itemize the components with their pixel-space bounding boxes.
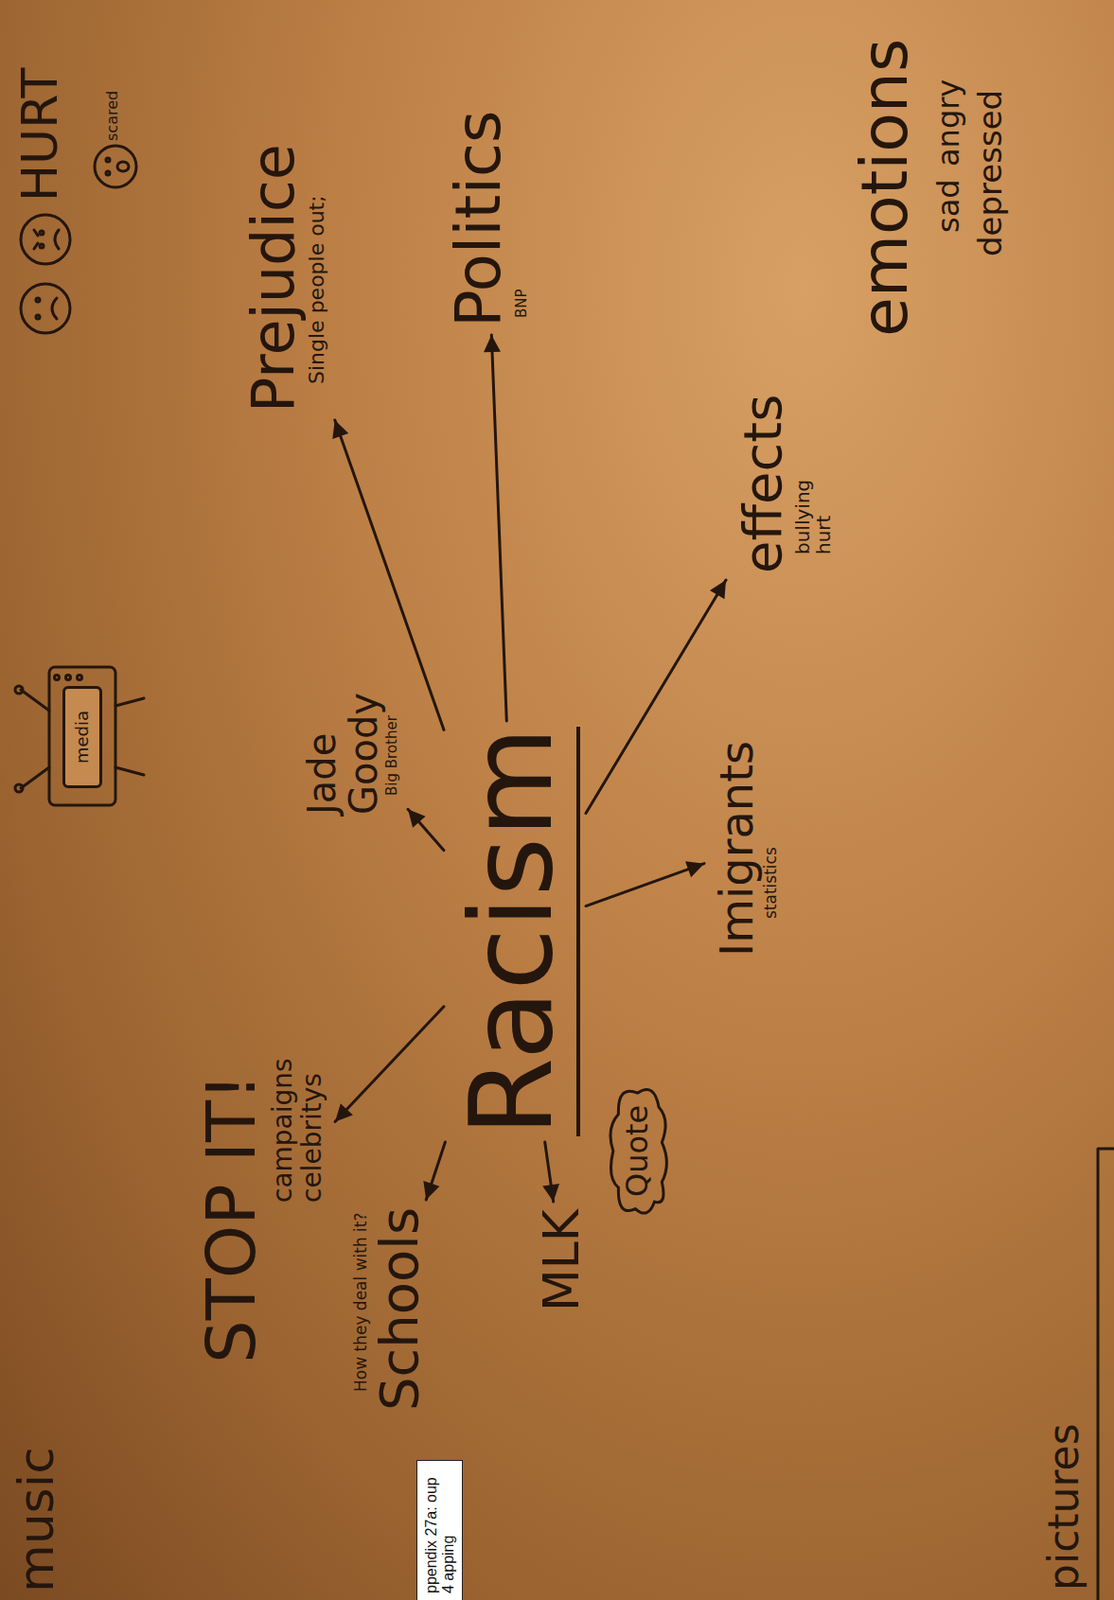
note-text: How they deal with it? [352,1212,371,1393]
branch-topic: PoliticsBNP [444,110,530,328]
note-text: campaigns celebritys [268,1037,328,1203]
topic-text: Jade Goody [300,672,385,815]
branch-topic: Jade GoodyBig Brother [300,672,401,815]
note-text: Single people out; [305,194,329,385]
topic-text: effects [733,394,793,574]
branch-topic: STOP IT!campaigns celebritys [194,1037,328,1364]
branch-topic: Imigrantsstatistics [711,741,779,957]
topic-text: MLK [534,1209,589,1312]
emotion-word: sad [932,178,966,233]
appendix-box: ppendix 27a: oup 4 apping [416,1460,463,1600]
face-caption: HURT [13,68,68,202]
branch-arrow [483,335,507,722]
branch-topic: SchoolsHow they deal with it? [352,1207,428,1412]
border-line [1097,1149,1114,1600]
note-text: BNP [513,288,531,319]
branch-arrow [585,861,705,906]
tv-drawing [15,667,144,806]
quote-cloud: Quote [605,1080,670,1222]
topic-text: STOP IT! [194,1073,269,1364]
branch-topic: PrejudiceSingle people out; [241,143,329,413]
corner-note: music [9,1447,64,1593]
topic-text: Prejudice [241,143,306,413]
branch-arrow [585,580,726,814]
note-text: Big Brother [384,715,401,796]
branch-arrow [332,420,444,730]
topic-text: Schools [370,1207,429,1412]
note-text: bullying hurt [792,450,834,555]
face-caption: scared [104,90,122,142]
topic-text: Politics [444,110,514,328]
branch-topic: effectsbullying hurt [733,394,834,574]
branch-arrow [335,1007,444,1123]
tv-screen: media [62,686,103,789]
branch-topic: MLK [534,1209,589,1312]
branch-arrow [423,1142,445,1201]
corner-note: pictures [1041,1423,1087,1592]
topic-text: media [72,710,92,764]
emotion-word: depressed [972,89,1008,257]
central-topic: Racism [449,726,581,1137]
emotion-word: angry [932,79,966,167]
branch-arrow [407,809,444,850]
branch-arrow [542,1142,560,1203]
topic-text: ppendix 27a: oup 4 apping [423,1468,457,1594]
topic-text: Racism [449,726,581,1137]
note-text: statistics [761,847,780,920]
topic-text: Quote [620,1105,655,1198]
emotion-heading: emotions [849,38,921,337]
topic-text: Imigrants [711,741,762,957]
